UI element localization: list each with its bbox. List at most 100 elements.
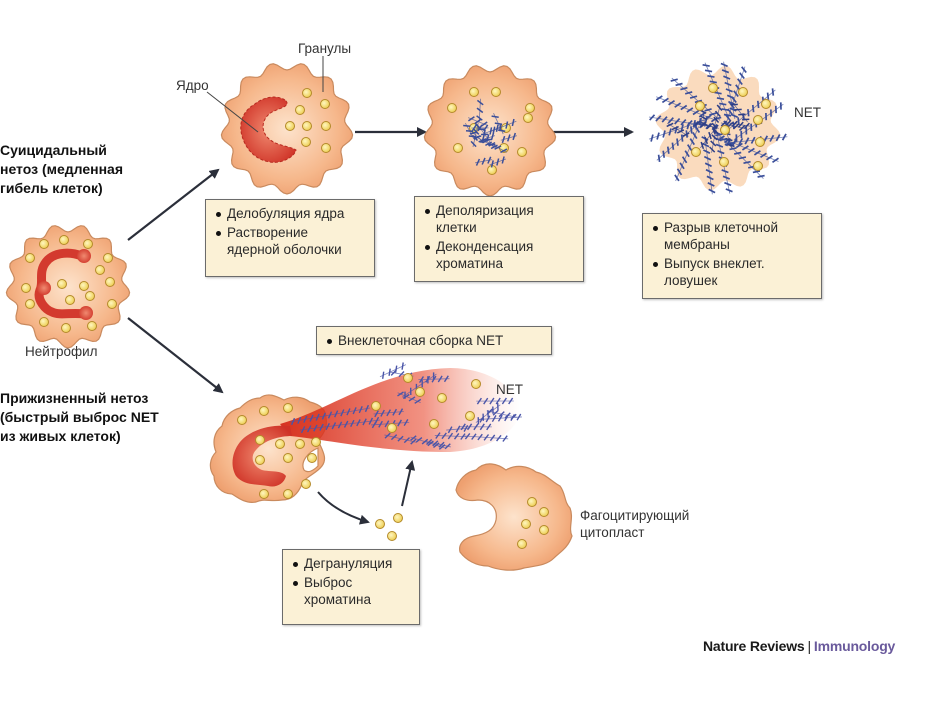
net-structure-suicidal bbox=[648, 61, 788, 195]
granule bbox=[107, 299, 117, 309]
leader-nucleus bbox=[206, 91, 259, 133]
dna-backbone bbox=[299, 419, 381, 431]
dna-backbone bbox=[732, 101, 748, 123]
granule bbox=[295, 439, 305, 449]
label-net-bottom: NET bbox=[496, 382, 523, 397]
granule bbox=[429, 419, 439, 429]
phagocytic-cytoplast bbox=[455, 463, 573, 571]
box-item: Дегрануляция bbox=[291, 555, 411, 572]
title-line: Суицидальный bbox=[0, 142, 107, 158]
granule bbox=[65, 295, 75, 305]
granule bbox=[695, 101, 705, 111]
dna-backbone bbox=[723, 61, 736, 120]
dna-backbone bbox=[667, 122, 689, 137]
granule bbox=[375, 519, 385, 529]
label-line: цитопласт bbox=[580, 525, 645, 540]
dna-backbone bbox=[656, 119, 704, 161]
nucleus-lobe bbox=[79, 306, 93, 320]
granule bbox=[307, 453, 317, 463]
granule bbox=[755, 137, 765, 147]
chromatin-plume bbox=[280, 368, 520, 452]
net-strands-vital bbox=[289, 362, 522, 450]
dna-backbone bbox=[425, 440, 451, 448]
cell-vital-netosis bbox=[209, 362, 522, 541]
granule bbox=[738, 87, 748, 97]
granule bbox=[539, 507, 549, 517]
granule bbox=[237, 415, 247, 425]
dna-backbone bbox=[468, 117, 488, 126]
cytoplast-membrane bbox=[455, 463, 573, 571]
granule bbox=[259, 406, 269, 416]
dna-backbone bbox=[475, 404, 501, 423]
journal-name: Immunology bbox=[813, 638, 896, 654]
label-net-top: NET bbox=[794, 105, 821, 120]
dna-backbone bbox=[716, 132, 764, 179]
granule bbox=[275, 439, 285, 449]
granule bbox=[83, 239, 93, 249]
nucleus-delobulated bbox=[240, 96, 297, 163]
cell-chromatin-decondensation bbox=[423, 65, 557, 197]
granule bbox=[415, 387, 425, 397]
granule bbox=[539, 525, 549, 535]
dna-backbone bbox=[675, 126, 700, 182]
arrow-neutrophil-to-vital bbox=[127, 317, 224, 394]
dna-backbone bbox=[671, 77, 721, 121]
granule bbox=[321, 143, 331, 153]
box-extracellular-assembly: Внеклеточная сборка NET bbox=[316, 326, 552, 355]
granule bbox=[753, 161, 763, 171]
granule bbox=[301, 137, 311, 147]
nucleus-stretched bbox=[232, 425, 292, 487]
arrow-granules-to-net bbox=[401, 460, 416, 507]
granule bbox=[387, 423, 397, 433]
dna-backbone bbox=[486, 410, 517, 418]
dna-backbone bbox=[482, 139, 507, 153]
granule bbox=[259, 489, 269, 499]
dna-backbone bbox=[480, 126, 501, 136]
granule bbox=[403, 373, 413, 383]
granule bbox=[59, 235, 69, 245]
dna-backbone bbox=[493, 112, 504, 135]
dna-backbone bbox=[446, 427, 470, 431]
granules bbox=[517, 497, 549, 549]
dna-backbone bbox=[713, 104, 721, 129]
granule bbox=[295, 105, 305, 115]
granule bbox=[753, 115, 763, 125]
dna-backbone bbox=[478, 416, 522, 420]
label-neutrophil: Нейтрофил bbox=[25, 344, 98, 359]
granule bbox=[517, 539, 527, 549]
dna-backbone bbox=[397, 392, 421, 403]
granule bbox=[387, 531, 397, 541]
granules bbox=[237, 373, 481, 541]
granule bbox=[285, 121, 295, 131]
dna-backbone bbox=[656, 96, 718, 122]
granule bbox=[708, 83, 718, 93]
granule bbox=[521, 519, 531, 529]
granule bbox=[447, 103, 457, 113]
dna-backbone bbox=[475, 159, 493, 164]
granule bbox=[453, 143, 463, 153]
granule bbox=[320, 99, 330, 109]
dna-backbone bbox=[465, 122, 475, 140]
dna-backbone bbox=[480, 135, 496, 141]
suicidal-netosis-title: Суицидальный нетоз (медленная гибель кле… bbox=[0, 141, 123, 198]
arrow-neutrophil-to-suicidal bbox=[127, 168, 220, 241]
granule bbox=[302, 88, 312, 98]
dna-backbone bbox=[379, 364, 407, 378]
granule bbox=[719, 157, 729, 167]
dna-backbone bbox=[490, 120, 517, 132]
granule bbox=[283, 453, 293, 463]
granule bbox=[691, 147, 701, 157]
dna-backbone bbox=[700, 127, 717, 149]
title-line: нетоз (медленная bbox=[0, 161, 123, 177]
granule bbox=[523, 113, 533, 123]
granule bbox=[302, 121, 312, 131]
title-line: из живых клеток) bbox=[0, 428, 121, 444]
granule bbox=[39, 239, 49, 249]
dna-backbone bbox=[489, 158, 507, 166]
granule bbox=[469, 87, 479, 97]
box-item: Делобуляция ядра bbox=[214, 205, 366, 222]
dna-backbone bbox=[694, 122, 719, 129]
